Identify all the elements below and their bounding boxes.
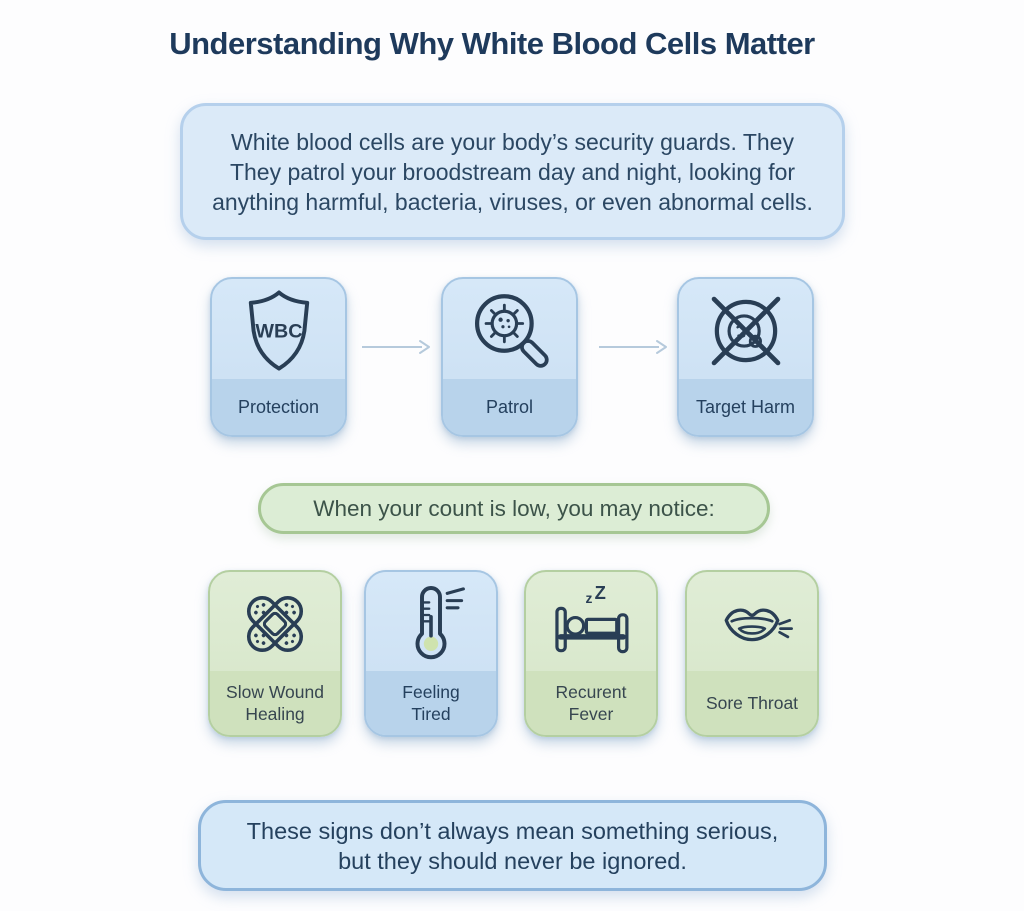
svg-text:Z: Z bbox=[595, 582, 606, 603]
bed-sleep-icon: z Z bbox=[526, 572, 656, 675]
svg-text:WBC: WBC bbox=[255, 321, 302, 343]
svg-text:z: z bbox=[585, 590, 592, 605]
symptom-card-slow-wound-healing: Slow Wound Healing bbox=[208, 570, 342, 737]
notice-text: When your count is low, you may notice: bbox=[313, 495, 715, 521]
wbc-shield-icon: WBC bbox=[212, 279, 345, 383]
magnifier-virus-icon bbox=[443, 279, 576, 383]
thermometer-icon bbox=[366, 572, 496, 675]
function-card-target-harm: Target Harm bbox=[677, 277, 814, 437]
function-card-patrol: Patrol bbox=[441, 277, 578, 437]
flow-arrow-icon bbox=[599, 340, 667, 354]
card-label-target-harm: Target Harm bbox=[679, 379, 812, 435]
symptom-card-sore-throat: Sore Throat bbox=[685, 570, 819, 737]
intro-text: White blood cells are your body’s securi… bbox=[212, 128, 813, 215]
function-card-protection: WBC Protection bbox=[210, 277, 347, 437]
flow-arrow-icon bbox=[362, 340, 430, 354]
intro-card: White blood cells are your body’s securi… bbox=[180, 103, 845, 240]
card-label-recurent-fever: Recurent Fever bbox=[526, 671, 656, 735]
card-label-slow-wound-healing: Slow Wound Healing bbox=[210, 671, 340, 735]
footer-note-text: These signs don’t always mean something … bbox=[246, 817, 779, 874]
symptom-card-recurent-fever: z Z Recurent Fever bbox=[524, 570, 658, 737]
notice-pill: When your count is low, you may notice: bbox=[258, 483, 770, 534]
mouth-icon bbox=[687, 572, 817, 675]
bandage-icon bbox=[210, 572, 340, 675]
no-germ-icon bbox=[679, 279, 812, 383]
card-label-protection: Protection bbox=[212, 379, 345, 435]
footer-note-card: These signs don’t always mean something … bbox=[198, 800, 827, 891]
card-label-patrol: Patrol bbox=[443, 379, 576, 435]
card-label-feeling-tired: Feeling Tired bbox=[366, 671, 496, 735]
card-label-sore-throat: Sore Throat bbox=[687, 671, 817, 735]
page-title: Understanding Why White Blood Cells Matt… bbox=[169, 26, 815, 61]
symptom-card-feeling-tired: Feeling Tired bbox=[364, 570, 498, 737]
